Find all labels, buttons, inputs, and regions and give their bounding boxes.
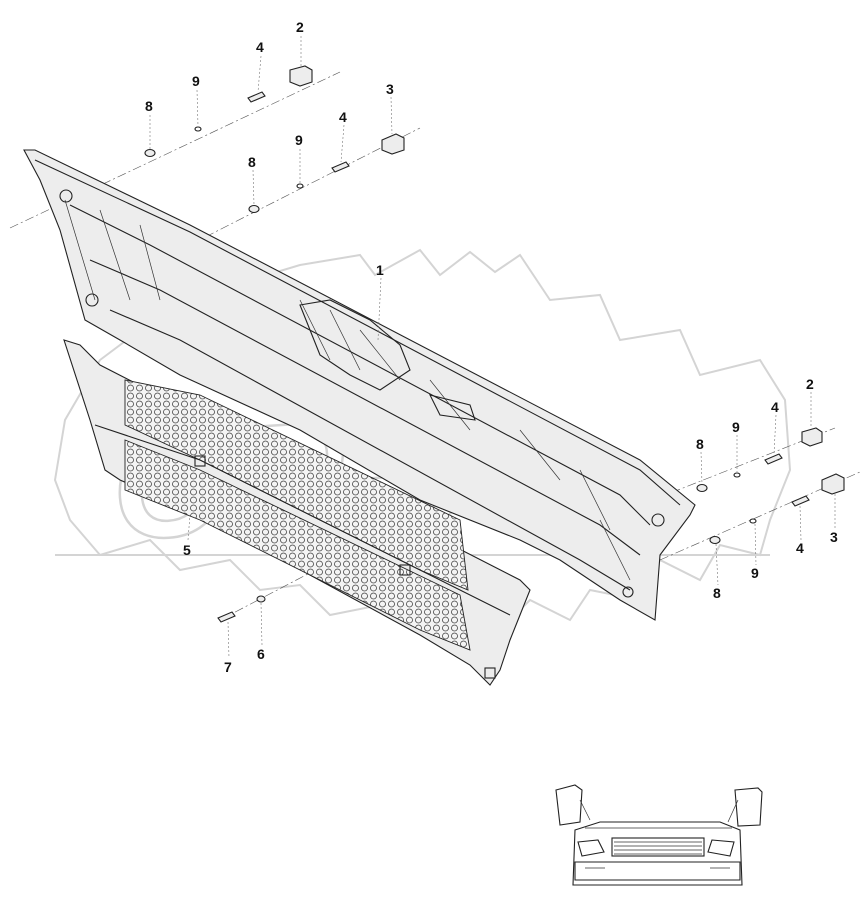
truck-grille: [611, 837, 705, 857]
callout-4c: 4: [771, 399, 779, 415]
truck-bumper: [574, 861, 741, 881]
nut-3a: [381, 133, 405, 155]
bolt-7: [217, 611, 236, 623]
mesh-panel-tab-3: [484, 667, 496, 679]
truck-headlight-right: [707, 839, 735, 857]
leader-3a: [390, 96, 393, 135]
truck-headlight-left: [577, 839, 605, 857]
fasteners: [144, 65, 845, 623]
washer-9a: [194, 126, 202, 132]
callout-7: 7: [224, 659, 232, 675]
callout-9a: 9: [192, 73, 200, 89]
truck-mirror-left: [555, 784, 583, 826]
grille-frame-inner-rail-3: [109, 309, 631, 591]
leader-4b: [340, 124, 345, 163]
leader-8b: [252, 169, 255, 206]
callout-2a: 2: [296, 19, 304, 35]
mesh-panel-tab-1: [194, 455, 206, 467]
bolt-4b: [331, 161, 350, 173]
leader-8c: [700, 451, 703, 485]
washer-9d: [749, 518, 757, 524]
nut-3b: [821, 473, 845, 495]
leader-lines: [149, 36, 836, 659]
callout-5: 5: [183, 542, 191, 558]
washer-8a: [144, 148, 156, 158]
callouts: 2 4 9 8 3 4 9 8 1 2 4 9 8 3 4 9 8 5 7 6: [145, 19, 838, 675]
callout-8b: 8: [248, 154, 256, 170]
grille-frame-inner-rail-2: [89, 259, 641, 556]
callout-9b: 9: [295, 132, 303, 148]
grille-boss-top-left: [59, 189, 73, 203]
truck-mirror-right-arm: [727, 799, 739, 823]
truck-mirror-right: [734, 787, 763, 827]
axis-line-grille: [219, 509, 431, 621]
nut-2b: [801, 427, 823, 447]
axis-line-upper: [9, 71, 341, 229]
callout-4d: 4: [796, 540, 804, 556]
washer-8d: [709, 535, 721, 545]
leader-4d: [799, 505, 802, 541]
callout-3a: 3: [386, 81, 394, 97]
leader-4c: [773, 414, 777, 455]
washer-9b: [296, 183, 304, 189]
washer-9c: [733, 472, 741, 478]
washer-8b: [248, 204, 260, 214]
mesh-panel-lower-mesh: [124, 439, 471, 651]
washer-6: [256, 595, 266, 603]
leader-8d: [715, 543, 719, 586]
grille-frame-inner-rail-1: [69, 204, 651, 526]
leader-9d: [754, 523, 757, 566]
callout-4b: 4: [339, 109, 347, 125]
leader-4a: [257, 55, 262, 93]
leader-5: [187, 514, 191, 541]
mesh-panel-upper-mesh: [124, 379, 469, 591]
axis-line-middle: [159, 127, 421, 261]
leader-7: [227, 621, 230, 659]
callout-8a: 8: [145, 98, 153, 114]
callout-3b: 3: [830, 529, 838, 545]
washer-8c: [696, 483, 708, 493]
truck-grille-bars: [614, 841, 702, 855]
callout-4a: 4: [256, 39, 264, 55]
grille-boss-left: [85, 293, 99, 307]
callout-9d: 9: [751, 565, 759, 581]
truck-mirror-left-arm: [579, 799, 591, 821]
grille-frame-top-rail: [34, 159, 681, 506]
grille-frame-latch: [428, 394, 476, 421]
grille-frame-center-bracket: [299, 299, 411, 391]
callout-8c: 8: [696, 436, 704, 452]
bolt-4a: [247, 91, 266, 103]
leader-6: [260, 602, 263, 646]
grille-boss-right: [651, 513, 665, 527]
truck-thumbnail: [555, 784, 763, 886]
leader-9a: [196, 89, 199, 127]
grille-frame: [23, 149, 696, 621]
mesh-panel-tab-2: [399, 564, 411, 576]
bolt-4d: [791, 495, 810, 507]
callout-2b: 2: [806, 376, 814, 392]
grille-boss-bottom-right: [622, 586, 634, 598]
callout-9c: 9: [732, 419, 740, 435]
grille-frame-struts: [64, 199, 631, 581]
mesh-panel-divider: [94, 424, 511, 616]
callout-1: 1: [376, 262, 384, 278]
bolt-4c: [764, 453, 783, 465]
truck-cab-outline: [572, 821, 743, 886]
mesh-panel: [63, 339, 531, 686]
nut-2a: [289, 65, 313, 87]
callout-6: 6: [257, 646, 265, 662]
callout-8d: 8: [713, 585, 721, 601]
